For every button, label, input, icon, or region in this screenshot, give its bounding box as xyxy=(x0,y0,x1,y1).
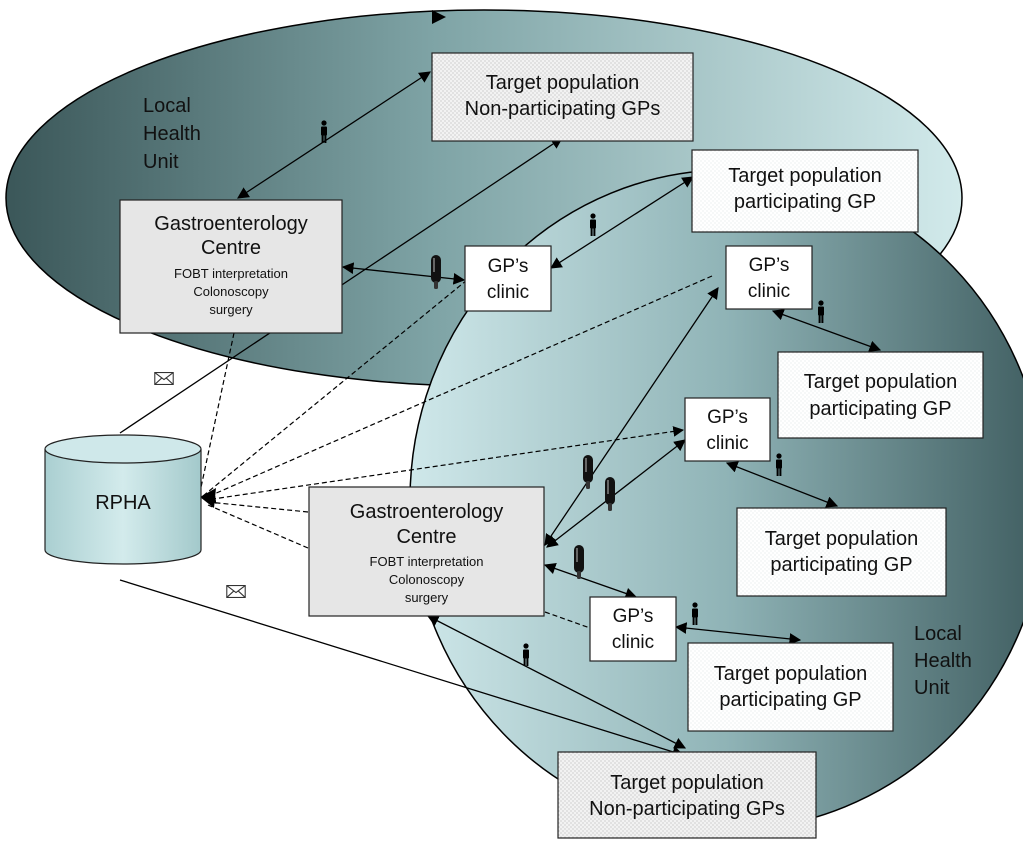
svg-text:Target population: Target population xyxy=(728,165,881,187)
svg-text:Centre: Centre xyxy=(201,237,261,259)
svg-text:participating GP: participating GP xyxy=(734,191,876,213)
svg-text:Target population: Target population xyxy=(714,663,867,685)
envelope-icon xyxy=(154,372,174,385)
gastro-top-box: Gastroenterology Centre FOBT interpretat… xyxy=(119,199,343,334)
clinic-4-box: GP’s clinic xyxy=(589,596,677,662)
svg-text:surgery: surgery xyxy=(405,590,449,605)
svg-text:GP’s: GP’s xyxy=(488,256,529,277)
ellipse-arrowhead xyxy=(432,10,446,24)
clinic-1-box: GP’s clinic xyxy=(464,245,552,312)
svg-text:Gastroenterology: Gastroenterology xyxy=(154,213,307,235)
svg-text:Health: Health xyxy=(143,123,201,145)
lhu-bottom-label: Local Health Unit xyxy=(914,623,972,699)
lhu-top-label: Local Health Unit xyxy=(143,95,201,173)
svg-text:Local: Local xyxy=(914,623,962,645)
svg-text:Target population: Target population xyxy=(610,772,763,794)
svg-text:Unit: Unit xyxy=(143,151,179,173)
envelope-icon xyxy=(226,585,246,598)
svg-text:Target population: Target population xyxy=(804,371,957,393)
svg-text:Centre: Centre xyxy=(396,526,456,548)
svg-text:participating GP: participating GP xyxy=(770,554,912,576)
tp-part-2-box: Target population participating GP xyxy=(777,351,984,439)
svg-text:Colonoscopy: Colonoscopy xyxy=(193,284,269,299)
tp-nonpart-top-box: Target population Non-participating GPs xyxy=(431,52,694,142)
svg-text:FOBT interpretation: FOBT interpretation xyxy=(174,266,288,281)
tp-nonpart-bottom-box: Target population Non-participating GPs xyxy=(557,751,817,839)
clinic-2-box: GP’s clinic xyxy=(725,245,813,310)
svg-text:Unit: Unit xyxy=(914,677,950,699)
tp-part-4-box: Target population participating GP xyxy=(687,642,894,732)
svg-text:RPHA: RPHA xyxy=(95,492,151,514)
svg-text:Colonoscopy: Colonoscopy xyxy=(389,572,465,587)
svg-text:Gastroenterology: Gastroenterology xyxy=(350,501,503,523)
svg-text:Non-participating GPs: Non-participating GPs xyxy=(465,98,661,120)
tp-part-3-box: Target population participating GP xyxy=(736,507,947,597)
rpha-arrowhead xyxy=(200,488,216,508)
svg-text:clinic: clinic xyxy=(706,433,748,454)
svg-text:FOBT interpretation: FOBT interpretation xyxy=(370,554,484,569)
rpha-database: RPHA xyxy=(44,434,202,565)
svg-text:clinic: clinic xyxy=(487,282,529,303)
clinic-3-box: GP’s clinic xyxy=(684,397,771,462)
svg-text:clinic: clinic xyxy=(748,281,790,302)
svg-text:Local: Local xyxy=(143,95,191,117)
svg-text:Target population: Target population xyxy=(486,72,639,94)
svg-text:Target population: Target population xyxy=(765,528,918,550)
svg-text:GP’s: GP’s xyxy=(707,407,748,428)
tp-part-1-box: Target population participating GP xyxy=(691,149,919,233)
svg-text:participating GP: participating GP xyxy=(809,398,951,420)
svg-text:clinic: clinic xyxy=(612,632,654,653)
svg-text:Health: Health xyxy=(914,650,972,672)
svg-text:GP’s: GP’s xyxy=(749,255,790,276)
svg-text:Non-participating GPs: Non-participating GPs xyxy=(589,798,785,820)
svg-text:participating GP: participating GP xyxy=(719,689,861,711)
svg-text:surgery: surgery xyxy=(209,302,253,317)
svg-text:GP’s: GP’s xyxy=(613,606,654,627)
gastro-mid-box: Gastroenterology Centre FOBT interpretat… xyxy=(308,486,545,617)
